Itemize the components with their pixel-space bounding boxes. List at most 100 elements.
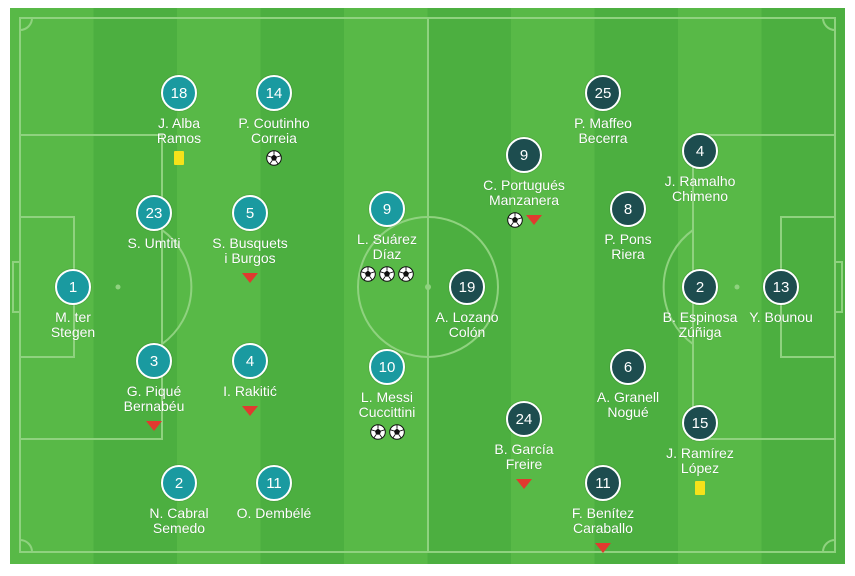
corner-arc xyxy=(19,17,33,31)
player-number-badge: 6 xyxy=(610,349,646,385)
player-name-line1: B. García xyxy=(494,441,554,457)
goal-ball-icon xyxy=(506,212,523,228)
substitution-off-icon xyxy=(516,479,532,489)
player-number-badge: 10 xyxy=(369,349,405,385)
player-name: S. Umtiti xyxy=(128,236,181,251)
player-number-badge: 11 xyxy=(585,465,621,501)
substitution-off-icon xyxy=(595,543,611,553)
player-name-line2: López xyxy=(680,460,720,476)
player-number-badge: 15 xyxy=(682,405,718,441)
player-events xyxy=(506,211,542,229)
substitution-off-icon xyxy=(525,215,542,225)
player-name-line1: P. Maffeo xyxy=(574,115,632,131)
player-name-line2: Nogué xyxy=(607,404,649,420)
player-events xyxy=(595,539,611,557)
player-name-line2: Bernabéu xyxy=(123,398,185,414)
player-name: O. Dembélé xyxy=(237,506,312,521)
player-name-line1: N. Cabral xyxy=(149,505,209,521)
player-name-line1: A. Lozano xyxy=(435,309,499,325)
player-number-badge: 18 xyxy=(161,75,197,111)
substitution-off-icon xyxy=(242,406,258,416)
player-name: Y. Bounou xyxy=(749,310,813,325)
player-name-line1: M. ter xyxy=(55,309,91,325)
goal-ball-icon xyxy=(398,266,414,282)
player-name-line2: Chimeno xyxy=(671,188,729,204)
player-events xyxy=(266,149,282,167)
player-name-line1: P. Coutinho xyxy=(238,115,310,131)
player-name-line1: B. Espinosa xyxy=(662,309,738,325)
player-name-line1: O. Dembélé xyxy=(236,505,312,521)
player-events xyxy=(516,475,532,493)
home-player[interactable]: 4 I. Rakitić xyxy=(180,343,320,420)
player-number-badge: 4 xyxy=(232,343,268,379)
home-player[interactable]: 23 S. Umtiti xyxy=(84,195,224,251)
pitch-markings xyxy=(12,17,843,553)
player-number-badge: 3 xyxy=(136,343,172,379)
player-name-line2: Manzanera xyxy=(488,192,560,208)
player-name-line1: A. Granell xyxy=(596,389,660,405)
player-name-line1: J. Ramalho xyxy=(664,173,736,189)
player-name-line2: Caraballo xyxy=(573,520,633,536)
right-penalty-arc xyxy=(662,229,694,345)
corner-arc xyxy=(19,539,33,553)
player-name-line2: Correia xyxy=(251,130,297,146)
player-number-badge: 9 xyxy=(506,137,542,173)
right-penalty-spot xyxy=(734,284,740,290)
player-name-line1: L. Messi xyxy=(360,389,414,405)
player-number-badge: 2 xyxy=(682,269,718,305)
player-name-line2: Becerra xyxy=(578,130,628,146)
player-name-line1: P. Pons xyxy=(604,231,652,247)
player-events xyxy=(146,417,162,435)
goal-ball-icon xyxy=(266,150,282,166)
player-number-badge: 23 xyxy=(136,195,172,231)
player-name-line1: S. Umtiti xyxy=(127,235,181,251)
player-name-line1: I. Rakitić xyxy=(223,383,277,399)
player-name-line2: Zúñiga xyxy=(678,324,722,340)
player-events xyxy=(242,402,258,420)
player-name-line2: Colón xyxy=(448,324,486,340)
right-goal xyxy=(834,261,843,313)
corner-arc xyxy=(822,17,836,31)
player-name-line2: Riera xyxy=(611,246,645,262)
player-number-badge: 8 xyxy=(610,191,646,227)
player-events xyxy=(360,265,414,283)
player-name-line2: Ramos xyxy=(156,130,202,146)
goal-ball-icon xyxy=(388,424,405,440)
player-number-badge: 4 xyxy=(682,133,718,169)
player-number-badge: 5 xyxy=(232,195,268,231)
player-number-badge: 14 xyxy=(256,75,292,111)
player-name-line2: Semedo xyxy=(152,520,206,536)
